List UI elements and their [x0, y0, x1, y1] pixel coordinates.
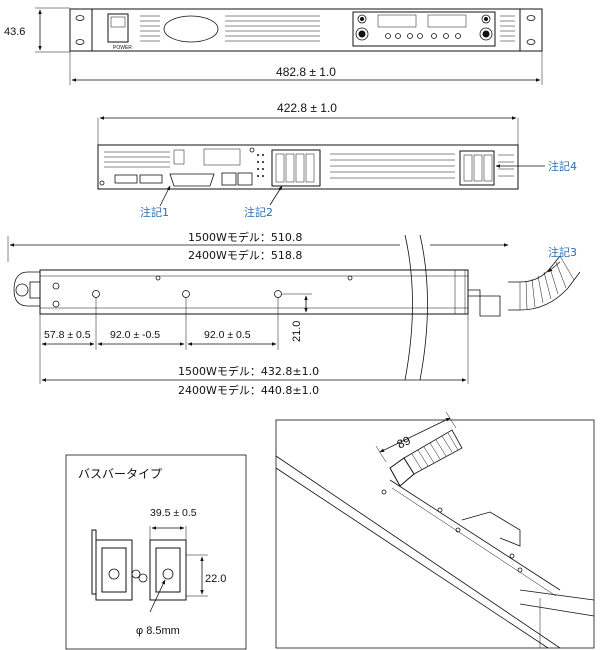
front-grill-mid — [225, 15, 320, 42]
front-grill-left — [140, 15, 160, 42]
rear-view: 422.8 ± 1.0 — [97, 101, 577, 219]
side-dim-a: 57.8 ± 0.5 — [44, 329, 91, 341]
busbar-title: バスバータイプ — [78, 467, 162, 481]
rear-vent-dots — [257, 154, 264, 177]
front-view: POWER 43.6 — [4, 7, 543, 85]
busbar-width-dim: 39.5 ± 0.5 — [150, 507, 197, 519]
rear-grill-left — [104, 151, 170, 168]
front-width-dim: 482.8 ± 1.0 — [276, 65, 336, 79]
front-control-panel — [352, 11, 496, 47]
side-top-dim-1500: 1500Wモデル：510.8 — [188, 230, 302, 244]
rear-grill-right — [330, 153, 455, 179]
cable-inset: 89 — [275, 411, 595, 649]
busbar-inset: バスバータイプ 39.5 ± 0.5 22.0 φ 8.5mm — [65, 454, 247, 650]
power-label: POWER — [113, 45, 132, 51]
cable-length-dim: 89 — [395, 433, 413, 452]
side-dim-c: 92.0 ± 0.5 — [204, 329, 251, 341]
side-top-dim-2400: 2400Wモデル：518.8 — [188, 248, 302, 262]
rear-sense-terminal — [459, 150, 495, 186]
side-bottom-dim-2400: 2400Wモデル：440.8±1.0 — [178, 383, 319, 397]
power-switch — [107, 13, 129, 43]
rear-note-4: 注記4 — [548, 159, 577, 173]
busbar-hole-dim: φ 8.5mm — [136, 625, 180, 637]
busbar-height-dim: 22.0 — [205, 573, 226, 585]
rear-note-1: 注記1 — [140, 205, 169, 219]
side-dim-vertical: 21.0 — [291, 321, 303, 342]
front-logo-oval — [163, 15, 219, 43]
side-note-3: 注記3 — [548, 245, 577, 259]
rear-width-dim: 422.8 ± 1.0 — [277, 101, 337, 115]
side-bottom-dim-1500: 1500Wモデル：432.8±1.0 — [178, 364, 319, 378]
front-grill-right — [500, 15, 515, 42]
rear-note-2: 注記2 — [244, 205, 273, 219]
side-view: 1500Wモデル：510.8 2400Wモデル：518.8 — [7, 230, 581, 397]
front-height-dim: 43.6 — [4, 26, 25, 38]
side-flex-conduit — [508, 255, 581, 311]
side-dim-b: 92.0 ± -0.5 — [110, 329, 160, 341]
